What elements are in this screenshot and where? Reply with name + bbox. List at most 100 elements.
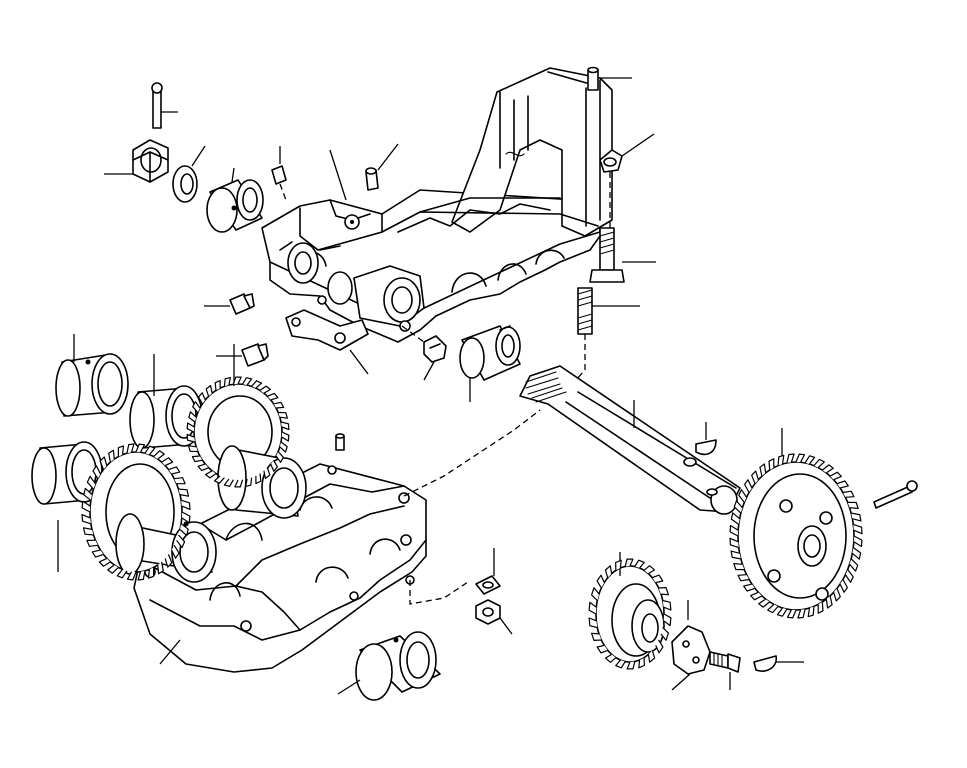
large-gear-tooth — [836, 480, 849, 489]
gear-shaft-a-tooth — [259, 385, 271, 394]
small-gear-tooth — [658, 587, 669, 596]
large-gear-tooth — [767, 603, 779, 614]
large-gear-tooth — [750, 591, 763, 601]
gear-shaft-a-tooth — [232, 376, 242, 385]
large-gear-tooth — [786, 609, 797, 619]
gear-shaft-a-tooth — [188, 445, 198, 453]
small-gear-tooth — [634, 559, 645, 569]
large-gear-tooth — [844, 569, 854, 583]
pin-top-left — [151, 82, 178, 129]
large-gear-tooth — [743, 583, 756, 592]
small-gear-tooth — [604, 565, 613, 578]
splined-shaft — [519, 365, 741, 515]
small-gear-tooth — [663, 613, 672, 627]
small-gear-tooth — [596, 574, 605, 589]
gear-shaft-a-tooth — [205, 385, 213, 397]
small-gear-tooth — [596, 644, 608, 654]
small-gear-tooth — [626, 661, 636, 670]
lock-plate — [599, 133, 655, 230]
gear-shaft-b-tooth — [86, 539, 98, 547]
gear-shaft-b-tooth — [135, 443, 146, 453]
large-gear-tooth — [744, 479, 753, 493]
gear-shaft-a-tooth — [198, 392, 206, 405]
gear-shaft-a-tooth — [223, 478, 234, 487]
plug-b — [216, 343, 269, 367]
dowel-b — [365, 143, 399, 191]
small-gear-tooth — [655, 639, 664, 654]
gear-shaft-a-tooth — [205, 470, 217, 479]
castle-nut — [104, 139, 169, 183]
small-gear-tooth — [591, 632, 602, 641]
upper-housing-leader — [329, 149, 347, 201]
gear-shaft-a-tooth — [275, 451, 284, 463]
large-gear-tooth — [730, 550, 741, 560]
gear-shaft-b-tooth — [108, 449, 115, 463]
small-gear-tooth — [604, 653, 617, 663]
gear-shaft-a-tooth — [251, 380, 263, 389]
washer-left — [172, 145, 206, 203]
large-gear-tooth — [738, 489, 748, 503]
gear-shaft-b-tooth — [176, 534, 186, 549]
large-gear-tooth — [851, 512, 862, 522]
gear-shaft-b-tooth — [81, 514, 92, 525]
bushing-left-b — [129, 354, 203, 449]
small-gear-tooth — [588, 617, 598, 629]
gear-shaft-b-tooth — [178, 488, 190, 497]
large-gear-tooth — [847, 501, 859, 509]
gear-shaft-b-tooth — [181, 511, 191, 524]
large-gear-tooth — [849, 558, 859, 572]
pin-right — [873, 480, 918, 509]
large-gear-tooth — [733, 563, 745, 571]
gear-shaft-a-tooth — [270, 459, 278, 472]
gear-shaft-b-tooth — [126, 443, 135, 454]
large-gear-tooth — [729, 524, 739, 537]
gear-shaft-a-tooth — [234, 479, 244, 488]
gear-shaft-a-tooth — [213, 475, 225, 484]
gear-shaft-b-tooth — [171, 544, 180, 559]
gear-shaft-a-tooth — [245, 477, 253, 487]
large-gear-tooth — [758, 598, 771, 608]
large-gear-tooth — [817, 601, 824, 614]
gear-shaft-a-tooth — [267, 392, 279, 401]
gear-shaft-b-tooth — [116, 569, 128, 579]
large-gear-tooth — [804, 455, 816, 465]
gear-shaft-b-tooth — [180, 499, 191, 510]
large-gear-tooth — [853, 535, 863, 548]
gear-shaft-a-tooth — [280, 421, 290, 431]
gear-shaft-b-tooth — [161, 457, 174, 467]
gear-shaft-a-tooth — [186, 433, 196, 443]
gear-shaft-b-tooth — [86, 475, 96, 490]
large-gear-tooth — [842, 490, 855, 498]
gear-shaft-b-tooth — [153, 450, 165, 460]
gear-shaft-b-tooth — [174, 477, 186, 485]
dowel-lower — [335, 433, 345, 451]
retainer-plate — [671, 600, 711, 691]
large-gear-tooth — [829, 471, 842, 481]
large-gear-tooth — [730, 512, 740, 525]
large-gear-tooth — [797, 608, 806, 619]
gear-shaft-a-tooth — [192, 401, 201, 413]
gear-shaft-b-tooth — [83, 487, 93, 501]
upper-housing — [261, 67, 613, 343]
large-gear-tooth — [839, 579, 848, 593]
gear-teeth — [81, 376, 863, 670]
lower-housing — [133, 409, 541, 673]
small-gear-tooth — [615, 659, 626, 669]
gear-shaft-a-tooth — [255, 473, 262, 485]
small-gear-tooth — [643, 565, 656, 575]
gasket — [285, 309, 369, 375]
large-gear-tooth — [807, 606, 815, 618]
gear-shaft-b-tooth — [92, 465, 101, 480]
bolt-long — [589, 227, 656, 283]
gear-shaft-a-tooth — [223, 377, 231, 387]
nipple — [401, 325, 447, 381]
stud — [575, 287, 640, 381]
large-gear-tooth — [813, 458, 825, 469]
gear-shaft-b-tooth — [137, 570, 146, 581]
large-gear-tooth — [825, 595, 833, 609]
small-gear-tooth — [652, 574, 664, 584]
small-gear-tooth — [638, 657, 645, 669]
gear-shaft-b-tooth — [81, 500, 91, 513]
